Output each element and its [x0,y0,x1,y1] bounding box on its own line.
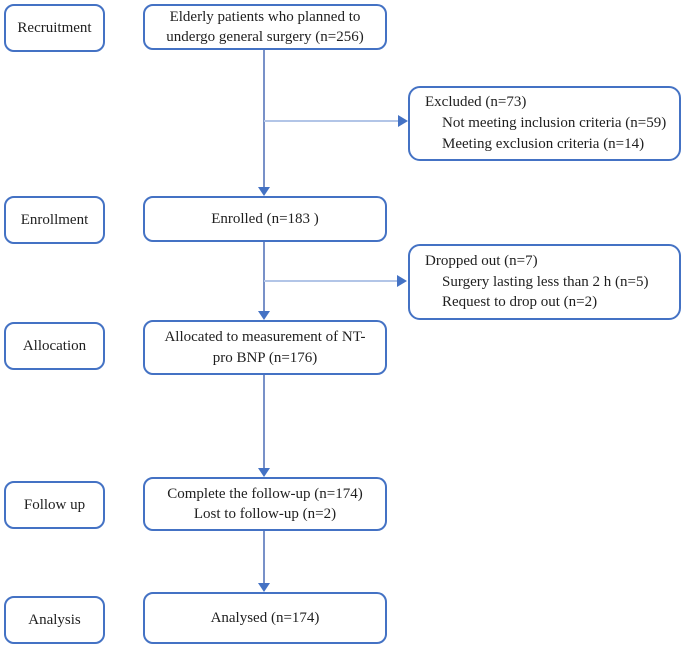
flow-box-recruited-patients: Elderly patients who planned to undergo … [143,4,387,50]
connector-follow-up-to-analysed [263,531,265,584]
connector-enrolled-to-allocated [263,242,265,312]
stage-label-follow-up: Follow up [4,481,105,529]
stage-label-analysis: Analysis [4,596,105,644]
side-box-excluded: Excluded (n=73) Not meeting inclusion cr… [408,86,681,161]
dropped-out-title: Dropped out (n=7) [425,252,538,269]
branch-to-excluded [264,120,398,122]
dropped-out-item: Surgery lasting less than 2 h (n=5) [442,273,649,290]
flow-box-analysed: Analysed (n=174) [143,592,387,644]
flow-box-allocated: Allocated to measurement of NT- pro BNP … [143,320,387,375]
arrowhead-into-follow-up [258,468,270,477]
branch-to-dropped-out [264,280,397,282]
arrowhead-into-allocated [258,311,270,320]
stage-label-recruitment: Recruitment [4,4,105,52]
stage-label-allocation: Allocation [4,322,105,370]
dropped-out-item: Request to drop out (n=2) [442,294,598,311]
excluded-title: Excluded (n=73) [425,94,527,111]
flow-box-enrolled: Enrolled (n=183 ) [143,196,387,242]
excluded-item: Not meeting inclusion criteria (n=59) [442,115,667,132]
side-box-dropped-out: Dropped out (n=7) Surgery lasting less t… [408,244,681,320]
stage-label-enrollment: Enrollment [4,196,105,244]
arrowhead-into-analysed [258,583,270,592]
connector-recruited-to-enrolled [263,50,265,188]
arrowhead-into-enrolled [258,187,270,196]
arrowhead-into-excluded [398,115,408,127]
connector-allocated-to-follow-up [263,375,265,469]
flow-box-follow-up: Complete the follow-up (n=174) Lost to f… [143,477,387,531]
arrowhead-into-dropped-out [397,275,407,287]
excluded-item: Meeting exclusion criteria (n=14) [442,135,645,152]
